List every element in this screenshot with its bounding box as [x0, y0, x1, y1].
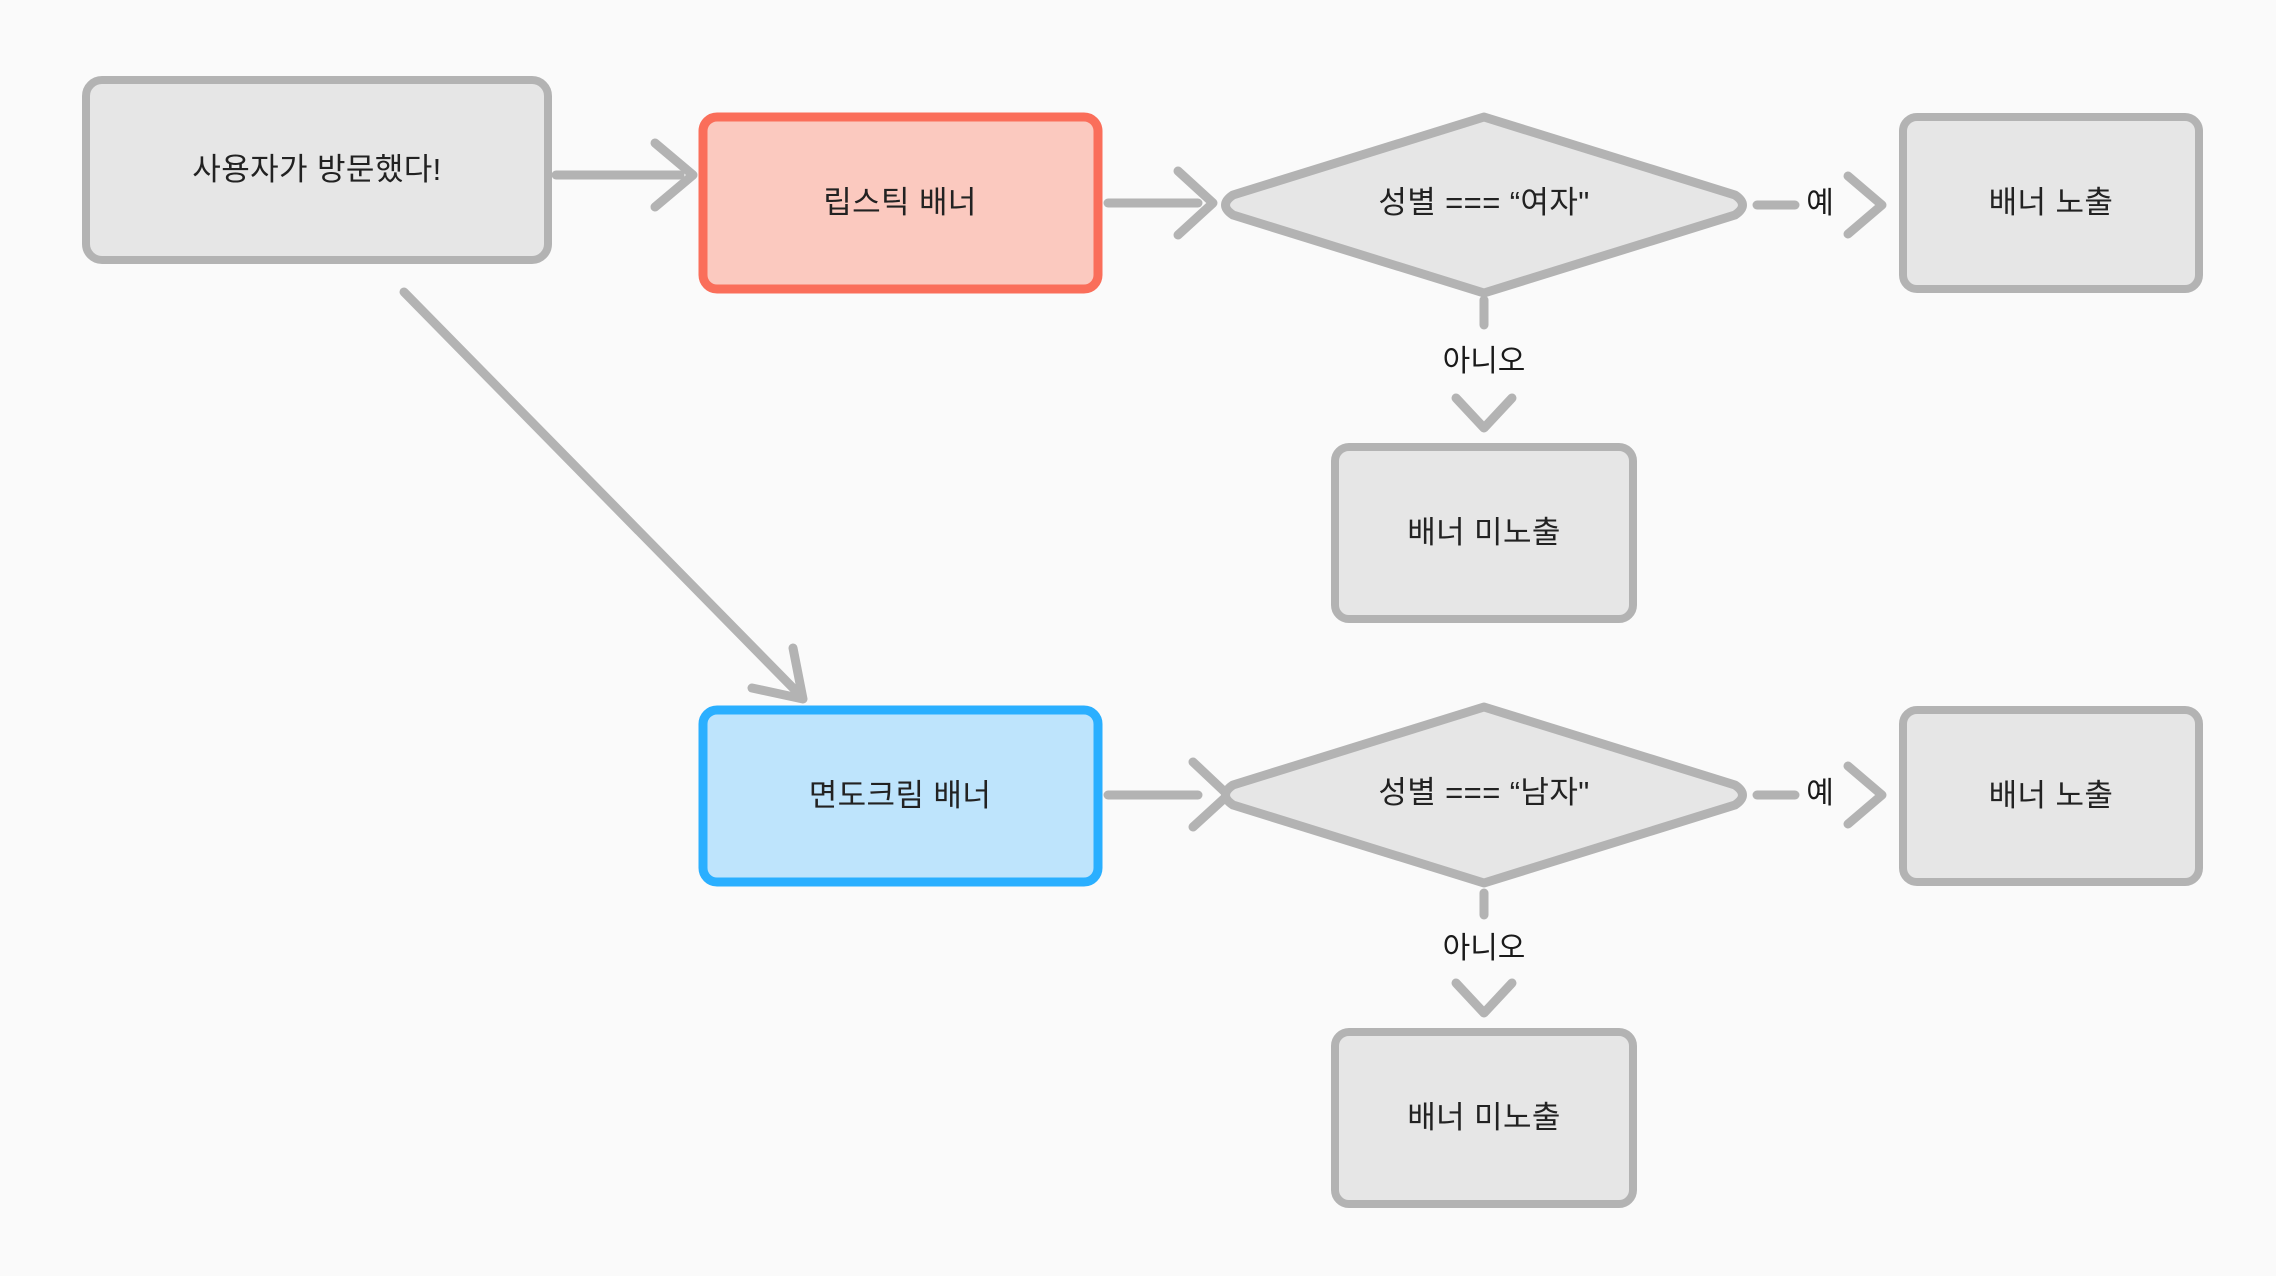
node-shaving-cream-banner[interactable]: 면도크림 배너: [698, 705, 1103, 887]
edge-label-yes-male: 예: [1806, 777, 1834, 810]
edge-cond-female-yes: 예: [1752, 171, 1887, 239]
node-lipstick-banner[interactable]: 립스틱 배너: [698, 112, 1103, 294]
node-hide-banner-male-label: 배너 미노출: [1407, 1100, 1561, 1135]
node-cond-female-label: 성별 === “여자": [1378, 185, 1589, 220]
edge-label-no-male: 아니오: [1443, 932, 1526, 965]
node-lipstick-banner-shape[interactable]: [698, 112, 1103, 294]
edge-lipstick-to-cond-female: [1103, 166, 1218, 240]
node-show-banner-male-shape[interactable]: [1899, 706, 2203, 886]
edges-layer: 예 아니오 예 아니오: [399, 138, 1887, 1018]
node-cond-female-shape[interactable]: [1221, 112, 1747, 298]
node-start-label: 사용자가 방문했다!: [192, 152, 441, 187]
edge-label-yes-female: 예: [1806, 187, 1834, 220]
node-cond-female[interactable]: 성별 === “여자": [1221, 112, 1747, 298]
node-shaving-cream-banner-label: 면도크림 배너: [809, 778, 992, 813]
edge-label-no-female: 아니오: [1443, 345, 1526, 378]
edge-cond-male-yes: 예: [1752, 761, 1887, 829]
node-show-banner-male-label: 배너 노출: [1989, 778, 2114, 813]
node-show-banner-female-shape[interactable]: [1899, 113, 2203, 293]
node-hide-banner-male-shape[interactable]: [1331, 1028, 1637, 1208]
node-show-banner-female-label: 배너 노출: [1989, 185, 2114, 220]
node-cond-male-shape[interactable]: [1221, 702, 1747, 888]
node-cond-male-label: 성별 === “남자": [1378, 775, 1589, 810]
node-hide-banner-female-shape[interactable]: [1331, 443, 1637, 623]
nodes-layer: 사용자가 방문했다! 립스틱 배너 성별 === “여자" 배너 노출 배너 미…: [82, 76, 2203, 1208]
node-start-shape[interactable]: [82, 76, 552, 264]
edge-start-to-shaving-cream: [399, 287, 808, 704]
edge-cond-female-no: 아니오: [1443, 295, 1526, 433]
node-start[interactable]: 사용자가 방문했다!: [82, 76, 552, 264]
node-hide-banner-male[interactable]: 배너 미노출: [1331, 1028, 1637, 1208]
node-show-banner-male[interactable]: 배너 노출: [1899, 706, 2203, 886]
edge-cond-male-no: 아니오: [1443, 888, 1526, 1018]
node-lipstick-banner-label: 립스틱 배너: [823, 185, 977, 220]
node-show-banner-female[interactable]: 배너 노출: [1899, 113, 2203, 293]
node-shaving-cream-banner-shape[interactable]: [698, 705, 1103, 887]
node-cond-male[interactable]: 성별 === “남자": [1221, 702, 1747, 888]
edge-shaving-cream-to-cond-male: [1103, 757, 1233, 832]
node-hide-banner-female[interactable]: 배너 미노출: [1331, 443, 1637, 623]
node-hide-banner-female-label: 배너 미노출: [1407, 515, 1561, 550]
edge-start-to-lipstick: [551, 138, 698, 212]
